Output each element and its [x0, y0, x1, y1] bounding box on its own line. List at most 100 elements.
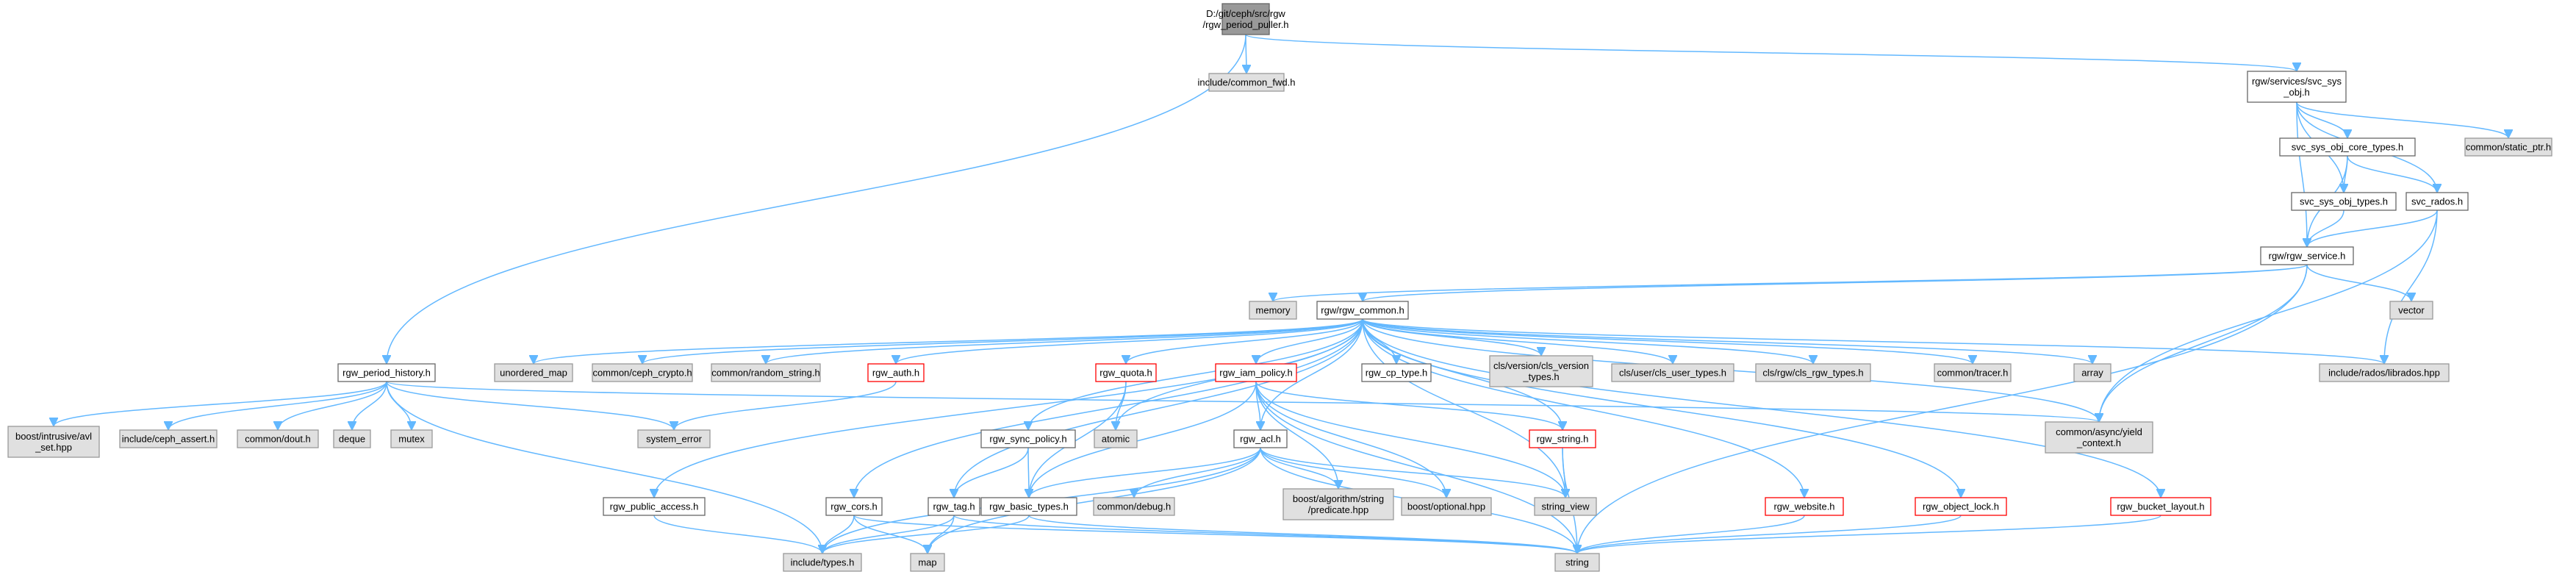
node-public-access[interactable]: rgw_public_access.h: [603, 497, 706, 516]
edge-rgw_acl-to-basic_types: [1029, 447, 1261, 498]
node-rgw-quota[interactable]: rgw_quota.h: [1095, 363, 1157, 382]
node-label: common/tracer.h: [1937, 368, 2009, 379]
node-cls-user[interactable]: cls/user/cls_user_types.h: [1611, 363, 1734, 382]
node-tracer[interactable]: common/tracer.h: [1934, 363, 2012, 382]
node-label: unordered_map: [500, 368, 567, 379]
node-box: [1208, 73, 1285, 92]
edge-root-to-period_history: [387, 34, 1246, 364]
node-core-types[interactable]: svc_sys_obj_core_types.h: [2279, 137, 2416, 157]
node-label: rgw_period_history.h: [342, 368, 431, 379]
node-label: rgw_cp_type.h: [1366, 368, 1428, 379]
node-optional[interactable]: boost/optional.hpp: [1401, 497, 1492, 516]
edge-rgw_common-to-rgw_cors: [854, 318, 1363, 498]
node-static-ptr[interactable]: common/static_ptr.h: [2464, 137, 2552, 157]
node-cls-rgw[interactable]: cls/rgw/cls_rgw_types.h: [1755, 363, 1871, 382]
node-cp-type[interactable]: rgw_cp_type.h: [1361, 363, 1432, 382]
node-ceph-assert[interactable]: include/ceph_assert.h: [119, 429, 218, 448]
node-box: [1915, 497, 2007, 516]
node-box: [1221, 3, 1270, 35]
node-label: rgw_object_lock.h: [1923, 501, 1999, 512]
node-label: /rgw_period_puller.h: [1202, 19, 1288, 30]
node-label: _context.h: [2076, 437, 2121, 448]
node-label: boost/optional.hpp: [1407, 501, 1485, 512]
node-svc-sys-obj[interactable]: rgw/services/svc_sys_obj.h: [2247, 71, 2347, 103]
node-mutex[interactable]: mutex: [390, 429, 433, 448]
node-yield-context[interactable]: common/async/yield_context.h: [2045, 421, 2153, 454]
node-intrusive[interactable]: boost/intrusive/avl_set.hpp: [7, 426, 100, 458]
node-common-fwd[interactable]: include/common_fwd.h: [1198, 73, 1296, 92]
edge-sync_policy-to-basic_types: [1028, 447, 1029, 498]
node-label: vector: [2398, 305, 2425, 316]
edge-rgw_tag-to-include_types: [822, 515, 955, 554]
node-rgw-auth[interactable]: rgw_auth.h: [867, 363, 925, 382]
node-vector[interactable]: vector: [2389, 301, 2433, 320]
edge-basic_types-to-include_types: [822, 515, 1030, 554]
edge-rgw_auth-to-system_error: [674, 381, 897, 431]
node-box: [1401, 497, 1492, 516]
node-system-error[interactable]: system_error: [637, 429, 711, 448]
node-deque[interactable]: deque: [333, 429, 371, 448]
node-label: include/ceph_assert.h: [122, 434, 215, 445]
node-box: [1093, 497, 1175, 516]
edge-rgw_common-to-cls_rgw: [1362, 318, 1813, 365]
node-array[interactable]: array: [2073, 363, 2112, 382]
node-label: memory: [1256, 305, 1291, 316]
node-rgw-website[interactable]: rgw_website.h: [1765, 497, 1844, 516]
edge-rgw_service-to-memory: [1273, 264, 2308, 302]
node-box: [2464, 137, 2552, 157]
node-svc-rados[interactable]: svc_rados.h: [2405, 192, 2469, 211]
node-label: rgw_cors.h: [830, 501, 878, 512]
node-rgw-acl[interactable]: rgw_acl.h: [1233, 429, 1288, 448]
node-box: [1554, 553, 1600, 572]
node-box: [711, 363, 821, 382]
node-box: [1249, 301, 1297, 320]
node-object-lock[interactable]: rgw_object_lock.h: [1915, 497, 2007, 516]
node-string[interactable]: string: [1554, 553, 1600, 572]
node-predicate[interactable]: boost/algorithm/string/predicate.hpp: [1282, 488, 1394, 520]
node-box: [825, 497, 883, 516]
node-sync-policy[interactable]: rgw_sync_policy.h: [980, 429, 1076, 448]
node-box: [2247, 71, 2347, 103]
node-librados[interactable]: include/rados/librados.hpp: [2319, 363, 2450, 382]
node-dout[interactable]: common/dout.h: [237, 429, 319, 448]
edge-rgw_acl-to-optional: [1260, 447, 1446, 498]
edge-iam_policy-to-basic_types: [1029, 381, 1257, 498]
node-label: common/random_string.h: [711, 368, 819, 379]
node-unordered-map[interactable]: unordered_map: [494, 363, 573, 382]
node-sys-obj-types[interactable]: svc_sys_obj_types.h: [2291, 192, 2397, 211]
node-cls-version[interactable]: cls/version/cls_version_types.h: [1489, 355, 1593, 387]
node-root[interactable]: D:/git/ceph/src/rgw/rgw_period_puller.h: [1202, 3, 1289, 35]
node-box: [494, 363, 573, 382]
node-map[interactable]: map: [910, 553, 945, 572]
node-basic-types[interactable]: rgw_basic_types.h: [980, 497, 1077, 516]
node-rgw-common[interactable]: rgw/rgw_common.h: [1316, 301, 1409, 320]
node-box: [1934, 363, 2012, 382]
node-bucket-layout[interactable]: rgw_bucket_layout.h: [2110, 497, 2211, 516]
node-rgw-tag[interactable]: rgw_tag.h: [928, 497, 980, 516]
node-common-debug[interactable]: common/debug.h: [1093, 497, 1175, 516]
node-label: include/rados/librados.hpp: [2328, 368, 2440, 379]
node-box: [2260, 246, 2354, 265]
dependency-edges: [54, 34, 2508, 554]
edge-rgw_common-to-array: [1362, 318, 2092, 365]
node-random-string[interactable]: common/random_string.h: [711, 363, 821, 382]
node-ceph-crypto[interactable]: common/ceph_crypto.h: [592, 363, 693, 382]
node-label: svc_rados.h: [2411, 196, 2463, 207]
node-label: rgw_public_access.h: [610, 501, 699, 512]
node-string-view[interactable]: string_view: [1534, 497, 1597, 516]
node-rgw-cors[interactable]: rgw_cors.h: [825, 497, 883, 516]
node-label: svc_sys_obj_core_types.h: [2292, 142, 2403, 153]
node-iam-policy[interactable]: rgw_iam_policy.h: [1215, 363, 1297, 382]
node-rgw-string[interactable]: rgw_string.h: [1529, 429, 1596, 448]
node-rgw-service[interactable]: rgw/rgw_service.h: [2260, 246, 2354, 265]
node-box: [783, 553, 862, 572]
node-label: /predicate.hpp: [1308, 504, 1368, 515]
edge-iam_policy-to-optional: [1255, 381, 1446, 498]
edge-period_history-to-dout: [278, 381, 387, 431]
node-atomic[interactable]: atomic: [1094, 429, 1138, 448]
node-include-types[interactable]: include/types.h: [783, 553, 862, 572]
node-box: [928, 497, 980, 516]
node-memory[interactable]: memory: [1249, 301, 1297, 320]
node-period-history[interactable]: rgw_period_history.h: [337, 363, 436, 382]
